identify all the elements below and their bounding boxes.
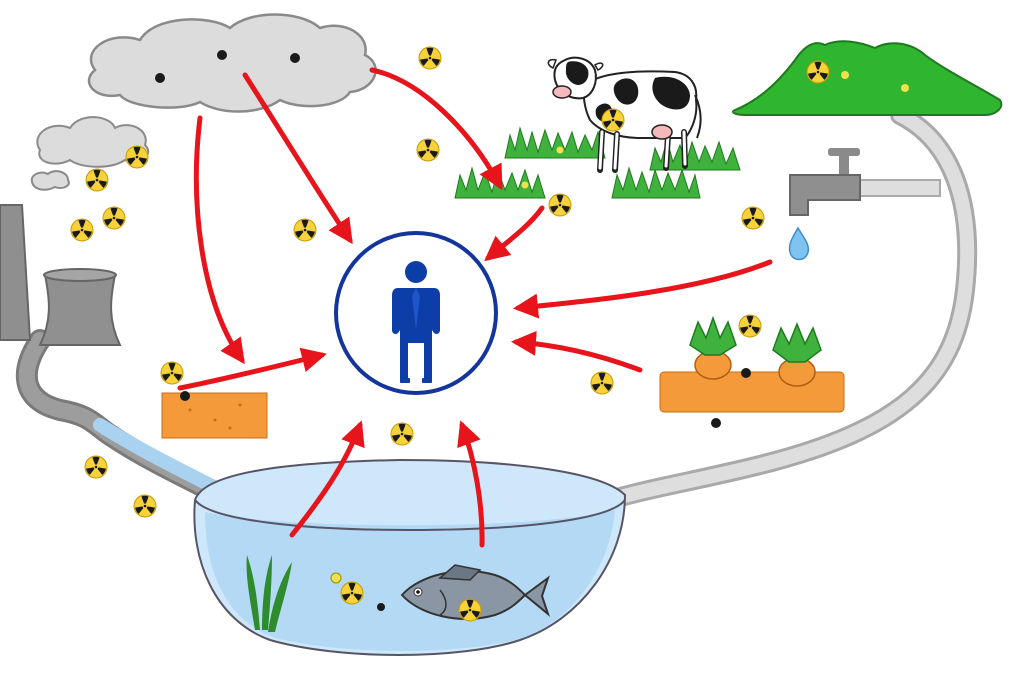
- radiation-icon: [806, 60, 830, 84]
- radiation-icon: [133, 494, 157, 518]
- radiation-icon: [738, 314, 762, 338]
- arrow-cloud-to-grass: [369, 67, 503, 191]
- pond: [193, 458, 627, 656]
- power-plant: [0, 204, 122, 346]
- radiation-icon: [418, 46, 442, 70]
- arrow-cloud-to-soil: [193, 115, 245, 365]
- radiation-icon: [293, 218, 317, 242]
- radiation-icon: [84, 455, 108, 479]
- arrow-pond-to-person-left: [289, 420, 365, 538]
- radiation-icon: [416, 138, 440, 162]
- mountain: [732, 40, 1003, 116]
- water-pipe: [600, 105, 978, 510]
- radiation-icon: [125, 145, 149, 169]
- radiation-icon: [70, 218, 94, 242]
- arrow-soil-to-person: [177, 347, 327, 391]
- radiation-icon: [102, 206, 126, 230]
- radiation-icon: [601, 108, 625, 132]
- radiation-icon: [741, 206, 765, 230]
- person-target: [334, 231, 498, 395]
- person-body: [392, 288, 440, 380]
- radiation-icon: [85, 168, 109, 192]
- arrow-cloud-to-person: [242, 72, 353, 245]
- exposure-arrows: [177, 67, 773, 548]
- arrow-tap-to-person: [513, 259, 773, 319]
- radiation-icon: [340, 581, 364, 605]
- arrow-fish-to-person: [457, 420, 485, 548]
- person-head: [405, 261, 427, 283]
- radiation-icon: [390, 422, 414, 446]
- radiation-icon: [458, 598, 482, 622]
- water-plant: [246, 555, 292, 632]
- arrow-crops-to-person: [511, 330, 643, 373]
- radiation-icon: [548, 193, 572, 217]
- crop-field: [659, 315, 845, 428]
- fish: [400, 564, 551, 620]
- rain-cloud: [87, 13, 377, 113]
- smoke-cloud: [30, 116, 150, 191]
- contaminated-soil: [161, 391, 268, 439]
- radiation-icon: [590, 371, 614, 395]
- arrow-grass-to-person: [484, 205, 545, 262]
- tap-faucet: [788, 148, 861, 261]
- radiation-icon: [160, 361, 184, 385]
